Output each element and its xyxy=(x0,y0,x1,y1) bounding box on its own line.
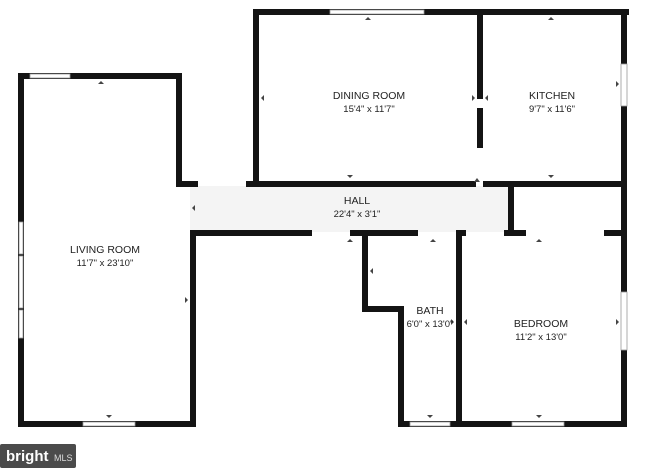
bright-mls-watermark: bright MLS xyxy=(0,444,76,468)
room-name: DINING ROOM xyxy=(333,90,405,102)
watermark-brand: bright xyxy=(6,448,49,465)
room-name: BATH xyxy=(416,305,443,317)
room-dimensions: 6'0" x 13'0" xyxy=(407,319,454,330)
windows xyxy=(18,9,628,427)
room-dimensions: 9'7" x 11'6" xyxy=(529,104,575,115)
room-name: BEDROOM xyxy=(514,318,568,330)
room-dimensions: 22'4" x 3'1" xyxy=(334,209,381,220)
room-hall: HALL 22'4" x 3'1" xyxy=(334,195,381,220)
room-name: KITCHEN xyxy=(529,90,575,102)
room-name: HALL xyxy=(344,195,370,207)
watermark-suffix: MLS xyxy=(54,453,73,463)
hall-floor xyxy=(190,186,510,232)
room-kitchen: KITCHEN 9'7" x 11'6" xyxy=(529,90,575,115)
room-dining: DINING ROOM 15'4" x 11'7" xyxy=(333,90,405,115)
room-dimensions: 11'7" x 23'10" xyxy=(77,258,134,269)
room-bedroom: BEDROOM 11'2" x 13'0" xyxy=(514,318,568,343)
room-name: LIVING ROOM xyxy=(70,244,140,256)
room-dimensions: 15'4" x 11'7" xyxy=(343,104,394,115)
door-markers xyxy=(98,17,619,418)
room-dimensions: 11'2" x 13'0" xyxy=(515,332,566,343)
room-bath: BATH 6'0" x 13'0" xyxy=(407,305,454,330)
room-living: LIVING ROOM 11'7" x 23'10" xyxy=(70,244,140,269)
